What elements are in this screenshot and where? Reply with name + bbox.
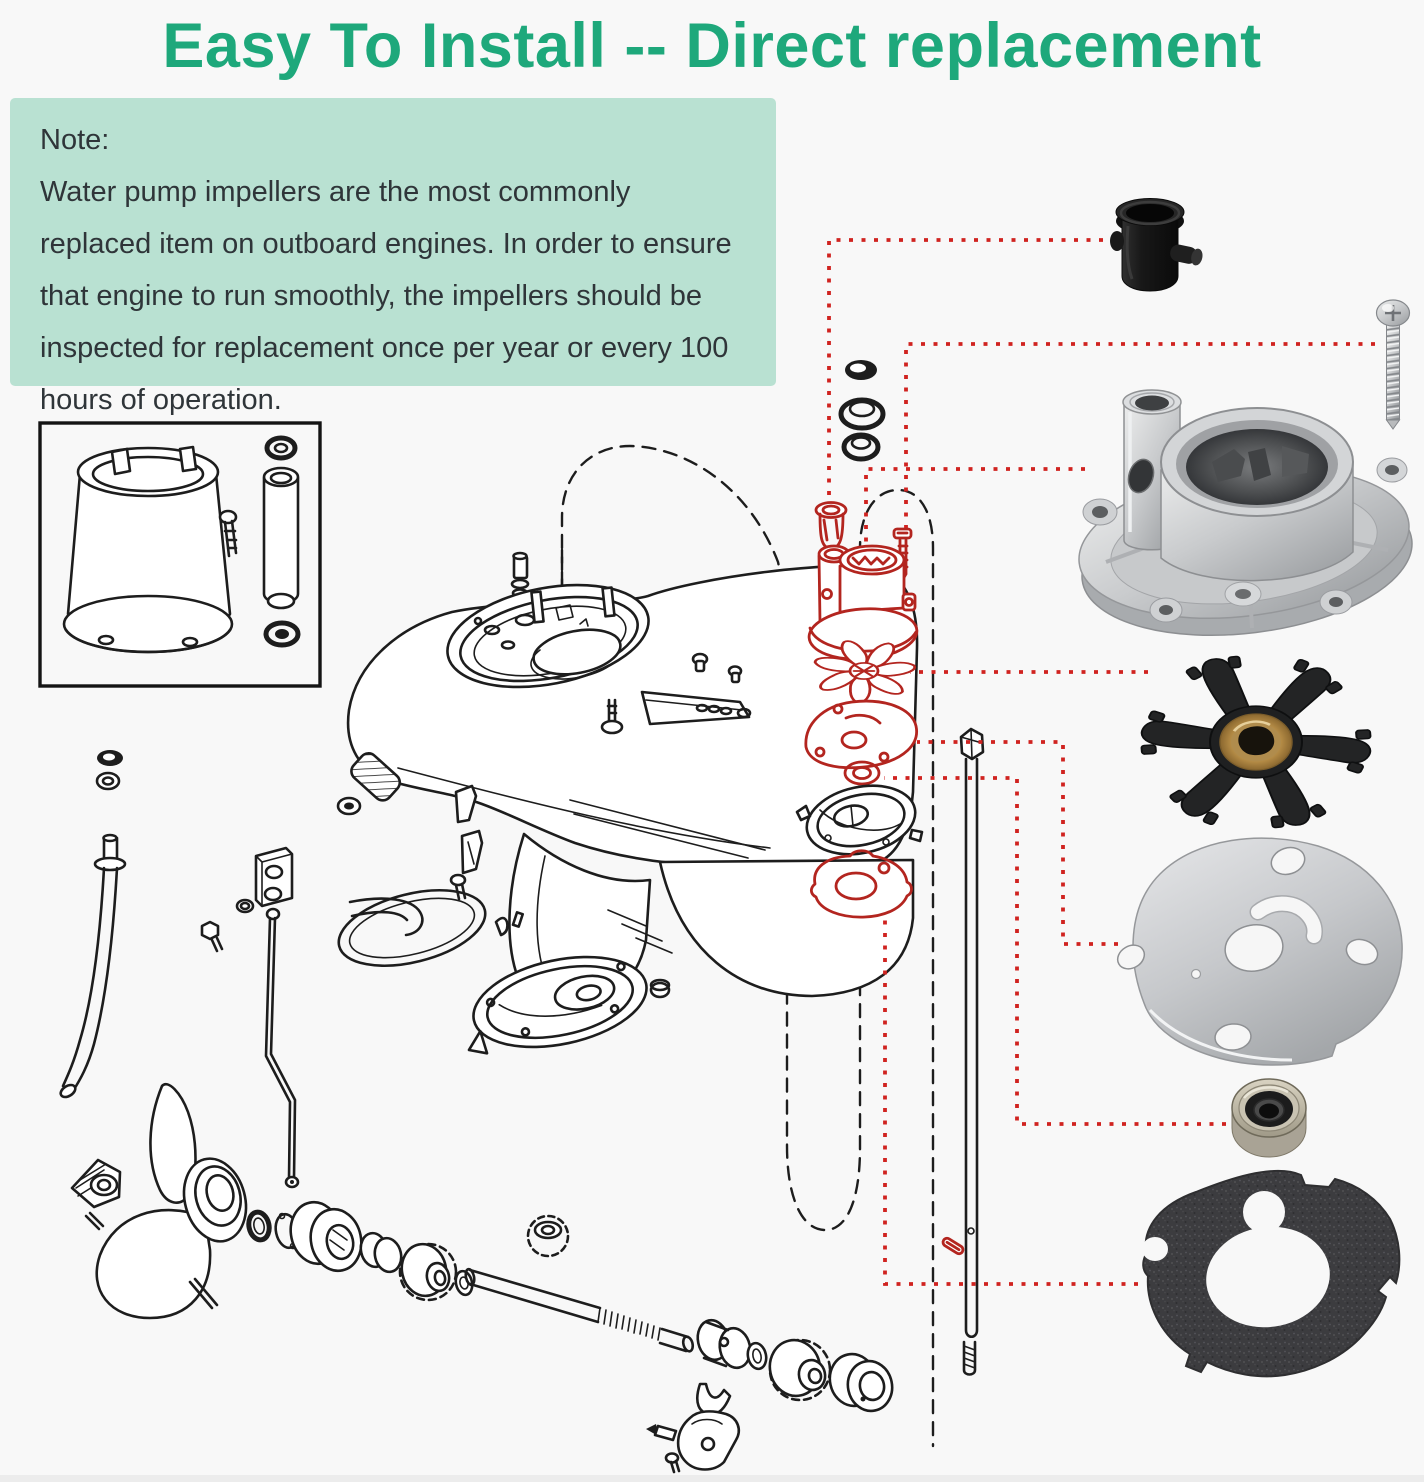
impeller-wear-plate-photo (1116, 837, 1403, 1066)
driveshaft-oil-seal-photo (1231, 1078, 1307, 1158)
impeller-photo (1140, 655, 1372, 829)
connector-wear-plate (917, 740, 1118, 946)
note-label: Note: (40, 124, 110, 156)
inset-early-pump-diagram (38, 421, 322, 688)
note-body: Water pump impellers are the most common… (40, 176, 732, 416)
impeller-drive-key-photo (1110, 198, 1203, 292)
water-pump-base-gasket-photo (1142, 1169, 1401, 1378)
page-title: Easy To Install -- Direct replacement (162, 11, 1262, 81)
driveshaft-line-art (941, 727, 985, 1376)
note-box: Note: Water pump impellers are the most … (10, 98, 776, 416)
connector-drive-key (827, 238, 1103, 503)
bottom-edge-strip (0, 1475, 1424, 1482)
pan-head-mounting-screw-photo (1375, 299, 1411, 430)
red-connector-lines (827, 238, 1375, 1286)
dashed-guide-outline (560, 444, 935, 1448)
water-pump-housing-photo (1078, 389, 1413, 636)
red-pump-stack-diagram (795, 360, 924, 919)
propeller-cluster-line-art (70, 1083, 474, 1320)
gear-train-line-art (464, 1214, 894, 1474)
connector-gasket (883, 918, 1138, 1286)
rods-and-linkage-line-art (59, 750, 424, 1189)
gearcase-line-art (336, 548, 919, 1055)
